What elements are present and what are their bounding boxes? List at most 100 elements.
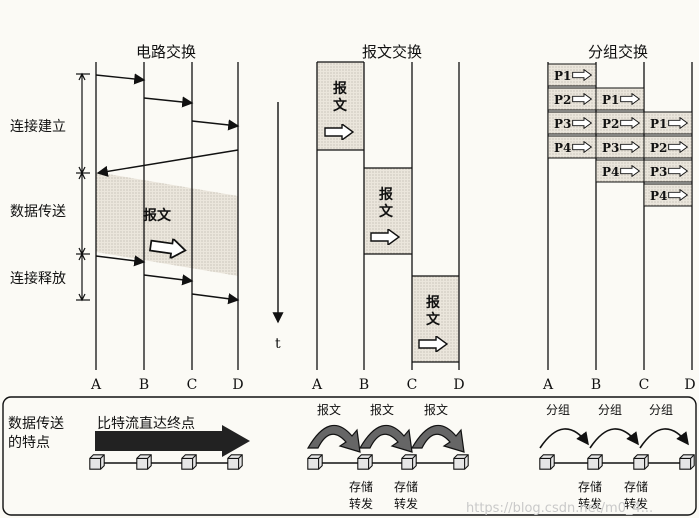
node-cube-icon — [539, 454, 555, 470]
packet-hop-label-2: 分组 — [598, 403, 622, 417]
node-label-b: B — [359, 377, 369, 393]
store-forward-label-1a: 存储 — [349, 479, 373, 494]
message-label-1a: 报 — [333, 81, 347, 97]
circuit-feature-text: 比特流直达终点 — [97, 415, 195, 432]
phase-brackets — [76, 72, 90, 302]
message-hop-arrows — [306, 424, 465, 453]
packet-label: P4 — [650, 189, 667, 203]
message-label-3a: 报 — [426, 295, 440, 311]
circuit-switching-panel: 报文 — [95, 62, 240, 370]
message-label-2b: 文 — [379, 203, 394, 220]
message-label-2a: 报 — [379, 187, 393, 203]
packet-cell: P4 — [595, 159, 645, 183]
packet-cell: P1 — [547, 63, 597, 87]
node-label-c: C — [187, 377, 198, 393]
store-forward-label-3a: 存储 — [578, 479, 602, 494]
packet-label: P1 — [602, 93, 619, 107]
packet-cell: P3 — [595, 135, 645, 159]
node-cube-icon — [89, 454, 105, 470]
curved-hop-arrow-icon — [410, 424, 465, 453]
packet-cell: P3 — [547, 111, 597, 135]
packet-label: P1 — [650, 117, 667, 131]
node-label-d: D — [232, 377, 243, 393]
packet-label: P2 — [602, 117, 619, 131]
curved-hop-arrow-icon — [306, 424, 361, 453]
characteristics-label-line1: 数据传送 — [8, 416, 64, 432]
time-axis-label: t — [275, 336, 281, 352]
phase-label-transfer: 数据传送 — [10, 204, 66, 220]
store-forward-label-2a: 存储 — [394, 479, 418, 494]
message-hop-label-1: 报文 — [317, 402, 341, 417]
message-hop-label-2: 报文 — [370, 402, 394, 417]
circuit-direct-arrow-icon — [95, 425, 250, 457]
node-cube-icon — [453, 454, 469, 470]
circuit-data-band — [96, 172, 238, 276]
packet-label: P4 — [554, 141, 571, 155]
node-label-a: A — [90, 377, 102, 393]
store-forward-label-4b: 转发 — [624, 496, 648, 511]
release-signals — [95, 255, 240, 305]
message-label-1b: 文 — [333, 97, 348, 114]
packet-cell: P1 — [643, 111, 693, 135]
node-label-d: D — [453, 377, 464, 393]
store-forward-label-3b: 转发 — [578, 496, 602, 511]
node-label-b: B — [591, 377, 601, 393]
characteristics-label-line2: 的特点 — [8, 435, 50, 451]
node-cube-icon — [357, 454, 373, 470]
store-forward-label-2b: 转发 — [394, 496, 418, 511]
packet-cell: P2 — [547, 87, 597, 111]
packet-label: P3 — [602, 141, 619, 155]
message-switching-title: 报文交换 — [362, 43, 422, 61]
phase-label-release: 连接释放 — [10, 270, 66, 287]
curved-hop-arrow-icon — [358, 424, 413, 453]
packet-cell: P2 — [643, 135, 693, 159]
packet-cell: P4 — [547, 135, 597, 159]
curved-hop-arrow-icon — [639, 428, 689, 449]
packet-label: P3 — [650, 165, 667, 179]
node-label-a: A — [542, 377, 554, 393]
circuit-switching-title: 电路交换 — [136, 43, 196, 61]
store-forward-label-1b: 转发 — [349, 496, 373, 511]
packet-switching-title: 分组交换 — [588, 43, 648, 61]
node-cube-icon — [136, 454, 152, 470]
node-cube-icon — [181, 454, 197, 470]
watermark-text: https://blog.csdn.net/m0_4... — [466, 501, 653, 516]
phase-label-setup: 连接建立 — [10, 118, 66, 135]
setup-signals — [95, 73, 240, 177]
message-switching-panel: 报 文 报 文 报 文 — [316, 61, 460, 370]
packet-hop-label-1: 分组 — [546, 403, 570, 417]
node-cube-icon — [633, 454, 649, 470]
packet-cell: P1 — [595, 87, 645, 111]
packet-cell: P3 — [643, 159, 693, 183]
message-hop-label-3: 报文 — [424, 402, 448, 417]
packet-hop-arrows — [539, 428, 689, 449]
packet-cell: P4 — [643, 183, 693, 207]
node-label-a: A — [311, 377, 323, 393]
node-label-c: C — [639, 377, 650, 393]
circuit-message-label: 报文 — [143, 207, 172, 224]
node-label-d: D — [684, 377, 695, 393]
node-cube-icon — [227, 454, 243, 470]
packet-label: P4 — [602, 165, 619, 179]
node-labels: A B C D A B C D A B C D — [90, 377, 696, 393]
node-cube-icon — [587, 454, 603, 470]
node-label-c: C — [407, 377, 418, 393]
packet-label: P2 — [554, 93, 571, 107]
characteristics-panel — [2, 396, 697, 516]
curved-hop-arrow-icon — [589, 428, 639, 449]
packet-label: P1 — [554, 69, 571, 83]
curved-hop-arrow-icon — [539, 428, 589, 449]
packet-hop-label-3: 分组 — [649, 403, 673, 417]
packet-cell: P2 — [595, 111, 645, 135]
packet-label: P2 — [650, 141, 667, 155]
node-cube-icon — [401, 454, 417, 470]
node-cube-icon — [307, 454, 323, 470]
node-cube-icon — [679, 454, 695, 470]
store-forward-label-4a: 存储 — [624, 479, 648, 494]
message-label-3b: 文 — [426, 311, 441, 328]
node-label-b: B — [139, 377, 149, 393]
